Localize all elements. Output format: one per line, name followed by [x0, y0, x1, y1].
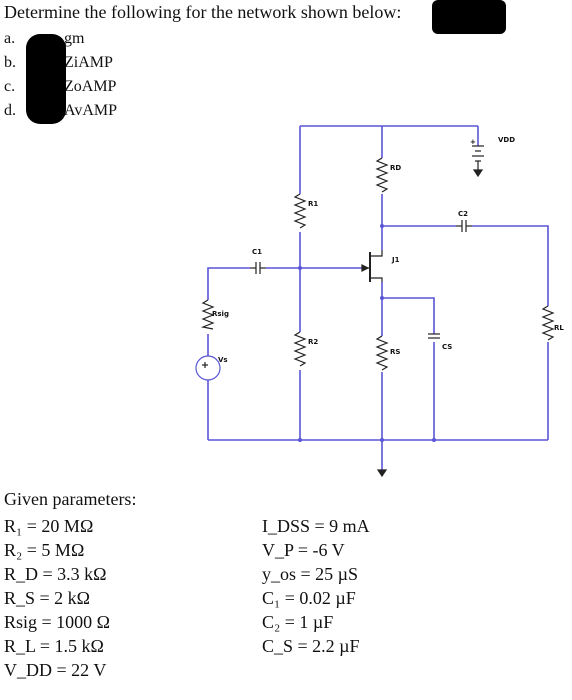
given-rsig: Rsig = 1000 Ω — [4, 612, 111, 632]
label-j1: J1 — [391, 256, 400, 264]
circuit-wires — [207, 125, 549, 470]
given-right-column: I_DSS = 9 mA V_P = -6 V y_os = 25 µS C₁ … — [262, 514, 370, 658]
resistor-rl — [541, 305, 555, 341]
label-vs: Vs — [218, 356, 228, 364]
question-c: c. ZoAMP — [4, 78, 116, 96]
redaction-questions — [26, 34, 66, 124]
given-vp: V_P = -6 V — [262, 540, 345, 560]
label-rl: RL — [554, 324, 564, 332]
given-c2: C₂ = 1 µF — [262, 612, 334, 632]
question-letter: d. — [4, 102, 16, 119]
question-letter: a. — [4, 30, 16, 47]
label-r2: R2 — [308, 338, 318, 346]
ground-icon — [376, 469, 388, 478]
voltage-source-vs — [195, 355, 221, 381]
question-term: ZiAMP — [64, 54, 113, 71]
label-rs: RS — [390, 348, 400, 356]
problem-heading: Determine the following for the network … — [4, 2, 402, 22]
wire-source-to-cs — [382, 297, 435, 334]
given-yos: y_os = 25 µS — [262, 564, 359, 584]
label-rd: RD — [390, 164, 401, 172]
question-term: gm — [64, 30, 85, 47]
label-cs: CS — [442, 343, 452, 351]
redaction-heading — [432, 0, 506, 34]
given-rs: R_S = 2 kΩ — [4, 588, 91, 608]
label-rsig: Rsig — [212, 310, 229, 318]
wire-c1-to-rsig — [207, 267, 250, 300]
given-idss: I_DSS = 9 mA — [262, 516, 370, 536]
resistor-r1 — [293, 193, 307, 229]
question-letter: b. — [4, 54, 16, 71]
label-vdd: VDD — [498, 136, 515, 144]
resistor-rsig — [200, 299, 215, 330]
given-rd: R_D = 3.3 kΩ — [4, 564, 107, 584]
label-c2: C2 — [458, 210, 468, 218]
jfet-j1 — [361, 250, 383, 282]
label-c1: C1 — [252, 248, 262, 256]
question-a: a. gm — [4, 30, 84, 48]
node-dots — [298, 224, 436, 442]
given-cs: C_S = 2.2 µF — [262, 636, 360, 656]
resistor-rd — [375, 157, 389, 193]
given-r1: R₁ = 20 MΩ — [4, 516, 94, 536]
capacitor-c1 — [250, 262, 266, 274]
circuit-diagram: + VDD RD R1 C2 C1 J1 Rsig R2 RS CS RL Vs — [195, 125, 564, 478]
given-vdd: V_DD = 22 V — [4, 660, 107, 680]
wire-c2-to-rl — [472, 225, 549, 306]
svg-text:+: + — [470, 138, 476, 146]
capacitor-cs — [428, 333, 440, 339]
resistor-rs — [375, 335, 389, 371]
label-r1: R1 — [308, 200, 318, 208]
question-letter: c. — [4, 78, 16, 95]
given-left-column: R₁ = 20 MΩ R₂ = 5 MΩ R_D = 3.3 kΩ R_S = … — [4, 514, 110, 682]
question-b: b. ZiAMP — [4, 54, 113, 72]
question-term: AvAMP — [64, 102, 118, 119]
given-c1: C₁ = 0.02 µF — [262, 588, 356, 608]
question-d: d. AvAMP — [4, 102, 117, 120]
capacitor-c2 — [456, 220, 472, 232]
given-r2: R₂ = 5 MΩ — [4, 540, 85, 560]
question-term: ZoAMP — [64, 78, 117, 95]
given-rl: R_L = 1.5 kΩ — [4, 636, 104, 656]
resistor-r2 — [293, 331, 307, 367]
given-parameters-title: Given parameters: — [4, 489, 137, 509]
dc-supply-vdd: + — [470, 138, 484, 178]
